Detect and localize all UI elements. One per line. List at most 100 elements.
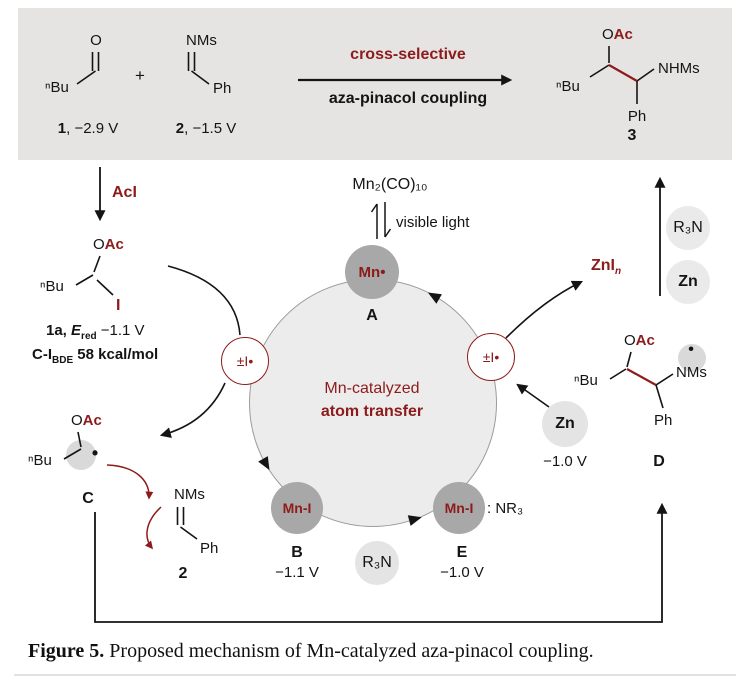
iodine-shuttle-left-label: ±I• bbox=[236, 353, 254, 369]
compound-c-label: C bbox=[82, 490, 94, 507]
figure-caption-label: Figure 5. bbox=[28, 640, 105, 662]
product-nhms-label: NHMs bbox=[658, 60, 700, 77]
aldehyde-number: 1 bbox=[57, 120, 67, 137]
zinc-right-label: Zn bbox=[678, 273, 698, 290]
radical-exit-arc bbox=[159, 382, 226, 439]
aldehyde-nbu-label: ⁿBu bbox=[45, 79, 69, 96]
node-b-potential: −1.1 V bbox=[275, 564, 319, 581]
imine-number: 2 bbox=[175, 120, 185, 137]
compound-1a-e-value: −1.1 V bbox=[96, 322, 145, 339]
figure-caption-text: Proposed mechanism of Mn-catalyzed aza-p… bbox=[104, 640, 594, 662]
visible-light-label: visible light bbox=[396, 214, 470, 231]
aldehyde-o-label: O bbox=[90, 32, 102, 49]
radical-highlight-d bbox=[678, 344, 706, 372]
aldehyde-compound-label: 1, −2.9 V bbox=[58, 120, 118, 138]
compound-1a-number: 1a, bbox=[46, 322, 67, 339]
compound-d-nms-label: NMs bbox=[676, 364, 707, 381]
compound-d-label: D bbox=[653, 453, 665, 470]
zinc-circle: Zn bbox=[542, 401, 588, 447]
formed-bond-lines bbox=[608, 64, 657, 386]
compound-d-o: O bbox=[624, 332, 636, 349]
node-b-label: B bbox=[291, 544, 303, 561]
mn-iodide-b-label: Mn-I bbox=[282, 500, 312, 516]
aza-pinacol-label: aza-pinacol coupling bbox=[328, 90, 488, 107]
product-ac: Ac bbox=[613, 26, 633, 43]
compound-c-oac-group: OAc bbox=[71, 412, 102, 430]
mn-iodide-e-label: Mn-I bbox=[444, 500, 474, 516]
mn-radical-label: Mn• bbox=[358, 263, 386, 281]
compound-1a-o: O bbox=[93, 236, 105, 253]
iodine-shuttle-right-node: ±I• bbox=[467, 333, 515, 381]
product-nbu-label: ⁿBu bbox=[556, 78, 580, 95]
compound-1a-e-sub: red bbox=[81, 331, 97, 342]
node-e-potential: −1.0 V bbox=[440, 564, 484, 581]
reaction-header-panel bbox=[18, 8, 732, 160]
compound-1a-bde-label: C-IBDE 58 kcal/mol bbox=[32, 346, 158, 367]
imine-nms-label: NMs bbox=[186, 32, 217, 49]
compound-c-nbu-label: ⁿBu bbox=[28, 452, 52, 469]
zinc-entry-arc bbox=[516, 383, 550, 408]
compound-1a-nbu-label: ⁿBu bbox=[40, 278, 64, 295]
zinc-iodide-arc bbox=[505, 280, 583, 339]
amine-right-label: R₃N bbox=[673, 219, 703, 236]
bond-lines bbox=[63, 46, 674, 540]
imine-2-nms-label: NMs bbox=[174, 486, 205, 503]
compound-d-radical-dot: • bbox=[688, 341, 694, 358]
aldehyde-potential: , −2.9 V bbox=[66, 120, 119, 137]
cycle-title: Mn-catalyzed atom transfer bbox=[321, 377, 423, 423]
product-o: O bbox=[602, 26, 614, 43]
cycle-title-line2: atom transfer bbox=[320, 403, 424, 421]
compound-d-nbu-label: ⁿBu bbox=[574, 372, 598, 389]
compound-c-o: O bbox=[71, 412, 83, 429]
imine-compound-label: 2, −1.5 V bbox=[176, 120, 236, 138]
compound-1a-ac: Ac bbox=[104, 236, 124, 253]
mn-iodide-b-node: Mn-I bbox=[271, 482, 323, 534]
zinc-potential: −1.0 V bbox=[543, 453, 587, 470]
precatalyst-label: Mn₂(CO)₁₀ bbox=[352, 176, 428, 193]
aci-label: AcI bbox=[112, 184, 137, 201]
compound-1a-label: 1a, Ered −1.1 V bbox=[46, 322, 145, 343]
plus-sign: + bbox=[135, 66, 145, 85]
compound-c-ac: Ac bbox=[82, 412, 102, 429]
imine-ph-label: Ph bbox=[213, 80, 232, 97]
imine-2-ph-label: Ph bbox=[200, 540, 219, 557]
node-e-label: E bbox=[456, 544, 468, 561]
radical-relay-connector bbox=[94, 502, 668, 623]
mn-iodide-e-node: Mn-I bbox=[433, 482, 485, 534]
compound-1a-oac-group: OAc bbox=[93, 236, 124, 254]
imine-2-number: 2 bbox=[178, 565, 188, 582]
compound-d-ph-label: Ph bbox=[654, 412, 673, 429]
figure-caption: Figure 5. Proposed mechanism of Mn-catal… bbox=[28, 640, 594, 663]
compound-d-oac-group: OAc bbox=[624, 332, 655, 350]
iodine-shuttle-left-node: ±I• bbox=[221, 337, 269, 385]
arrows bbox=[94, 74, 668, 623]
product-number: 3 bbox=[627, 127, 637, 144]
amine-circle-bottom: R₃N bbox=[355, 541, 399, 585]
compound-1a-e: E bbox=[71, 322, 82, 339]
bde-base: C-I bbox=[32, 346, 52, 363]
bde-sub: BDE bbox=[52, 355, 74, 366]
compound-c-radical-dot: • bbox=[91, 443, 99, 463]
cycle-title-line1: Mn-catalyzed bbox=[324, 380, 420, 397]
zinc-iodide-label: ZnIn bbox=[591, 256, 621, 278]
zinc-label: Zn bbox=[555, 415, 575, 432]
amine-bottom-label: R₃N bbox=[362, 554, 392, 571]
product-oac-group: OAc bbox=[602, 26, 633, 44]
cross-selective-label: cross-selective bbox=[350, 46, 466, 63]
compound-d-ac: Ac bbox=[635, 332, 655, 349]
iodine-shuttle-right-label: ±I• bbox=[482, 349, 500, 365]
compound-1a-iodine-label: I bbox=[116, 297, 121, 314]
substrate-entry-arc bbox=[167, 265, 241, 336]
product-ph-label: Ph bbox=[627, 108, 647, 125]
node-e-amine-suffix: : NR₃ bbox=[487, 500, 524, 517]
radical-addition-curved-arrows bbox=[106, 464, 162, 550]
imine-potential: , −1.5 V bbox=[184, 120, 237, 137]
cycle-direction-arrowheads bbox=[258, 292, 442, 526]
bde-value: 58 kcal/mol bbox=[73, 346, 159, 363]
amine-circle-right: R₃N bbox=[666, 206, 710, 250]
zinc-iodide-base: ZnI bbox=[591, 257, 615, 274]
zinc-circle-right: Zn bbox=[666, 260, 710, 304]
zinc-iodide-sub: n bbox=[615, 266, 622, 278]
mn-radical-node: Mn• bbox=[345, 245, 399, 299]
